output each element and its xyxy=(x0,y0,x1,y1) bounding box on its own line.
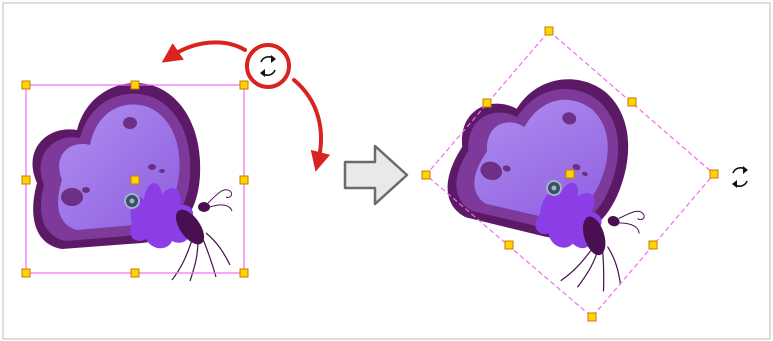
pivot-point-before[interactable] xyxy=(124,193,140,209)
handle-bottom-right-edge[interactable] xyxy=(648,240,658,250)
handle-bottom[interactable] xyxy=(587,312,597,322)
handle-left[interactable] xyxy=(421,170,431,180)
rotate-cursor-highlight xyxy=(245,43,291,89)
handle-top[interactable] xyxy=(544,26,554,36)
bounding-box-after xyxy=(425,30,715,318)
handle-bottom-right[interactable] xyxy=(239,268,249,278)
handle-top-right-edge[interactable] xyxy=(627,97,637,107)
handle-right[interactable] xyxy=(709,169,719,179)
handle-middle-right[interactable] xyxy=(239,175,249,185)
handle-center[interactable] xyxy=(130,175,140,185)
handle-bottom-left[interactable] xyxy=(21,268,31,278)
handle-top-right[interactable] xyxy=(239,80,249,90)
handle-center[interactable] xyxy=(565,169,575,179)
curved-rotate-arrow-icon xyxy=(161,40,331,172)
right-arrow-icon xyxy=(343,144,409,206)
handle-bottom-left-edge[interactable] xyxy=(504,240,514,250)
handle-middle-left[interactable] xyxy=(21,175,31,185)
handle-top-left-edge[interactable] xyxy=(482,98,492,108)
pivot-point-after[interactable] xyxy=(546,180,562,196)
handle-top-left[interactable] xyxy=(21,80,31,90)
handle-top-center[interactable] xyxy=(130,80,140,90)
handle-bottom-center[interactable] xyxy=(130,268,140,278)
